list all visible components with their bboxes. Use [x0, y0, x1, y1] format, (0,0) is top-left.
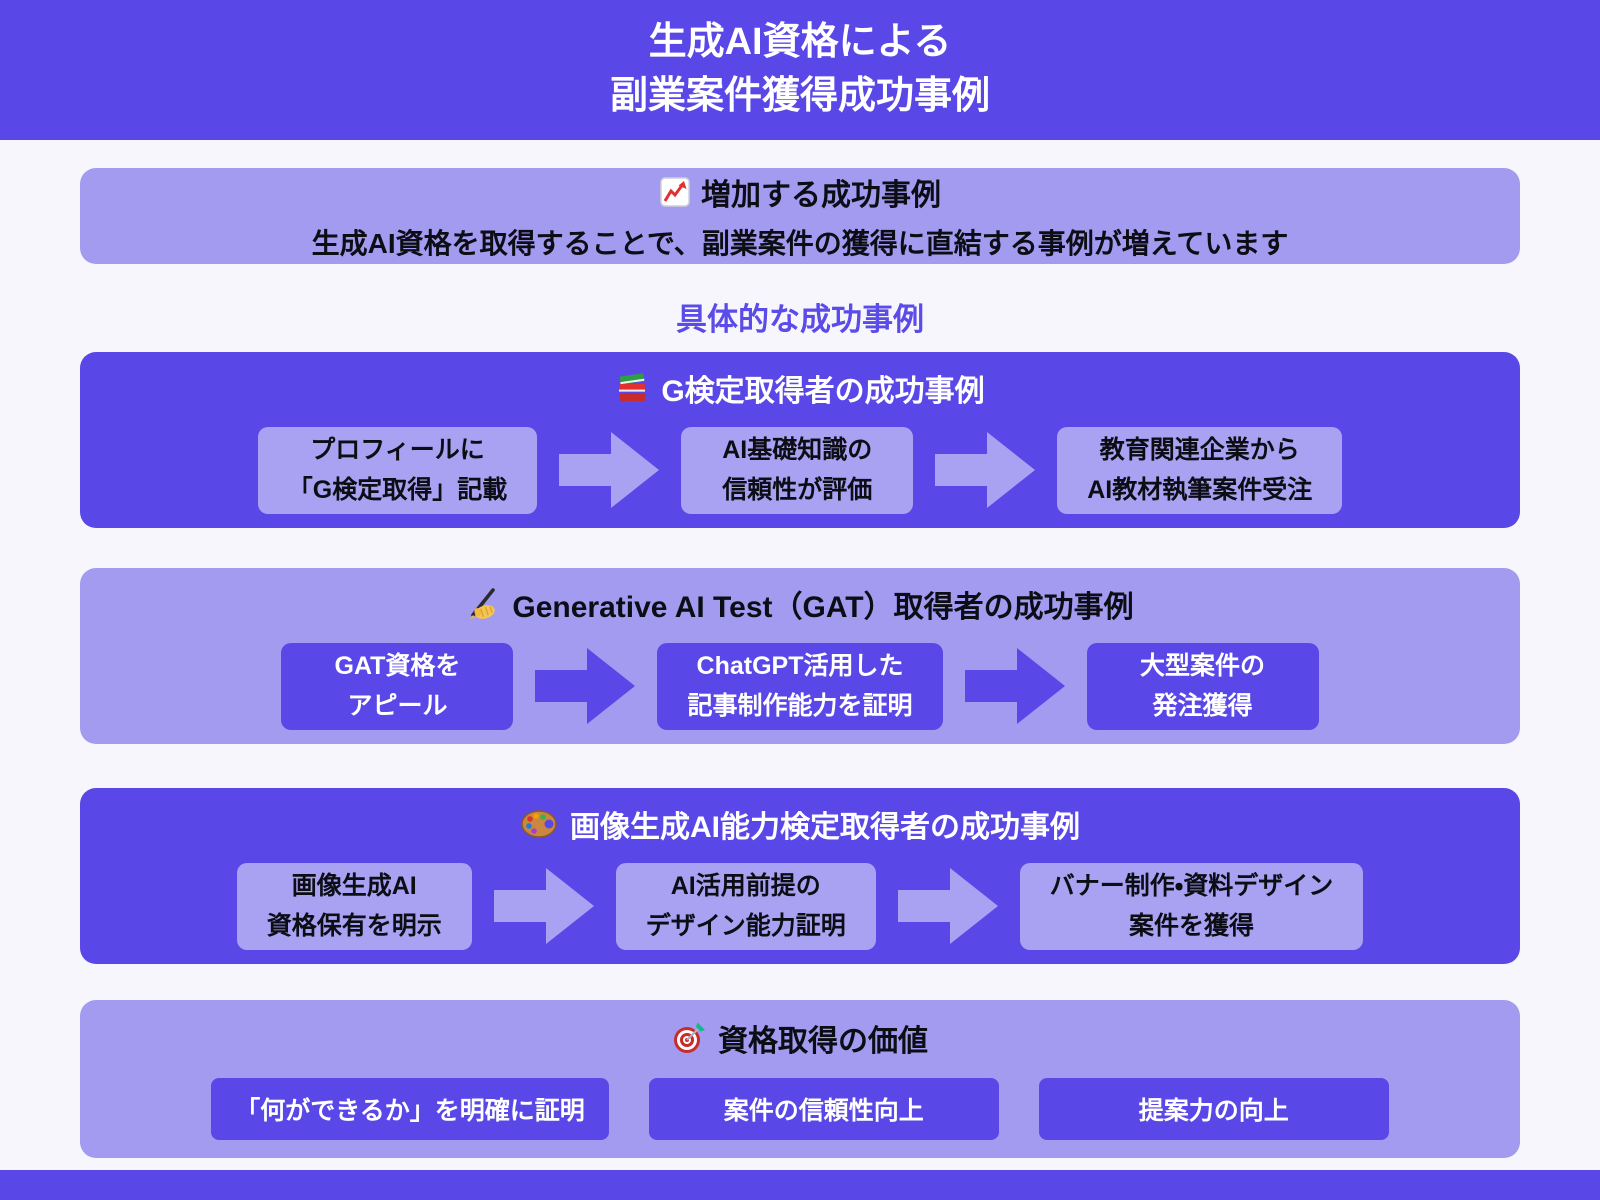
step-box: GAT資格を アピール [281, 642, 514, 730]
step-box: 画像生成AI 資格保有を明示 [236, 862, 472, 950]
arrow-right-icon [935, 432, 1036, 508]
step-box: 教育関連企業から AI教材執筆案件受注 [1057, 426, 1343, 514]
section-g-kentei-title: G検定取得者の成功事例 [661, 375, 985, 408]
section-image-gen: 画像生成AI能力検定取得者の成功事例 画像生成AI 資格保有を明示 AI活用前提… [80, 788, 1520, 964]
section-heading: 具体的な成功事例 [676, 302, 924, 337]
section-value-title: 資格取得の価値 [718, 1025, 928, 1058]
arrow-right-icon [897, 868, 998, 944]
step-text: 画像生成AI [291, 871, 417, 900]
value-items-row: 「何ができるか」を明確に証明 案件の信頼性向上 提案力の向上 [80, 1078, 1520, 1140]
step-text: 「G検定取得」記載 [287, 476, 508, 504]
step-text: AI基礎知識の [722, 435, 873, 464]
step-text: 発注獲得 [1152, 692, 1253, 720]
books-icon [619, 373, 646, 401]
palette-icon [521, 810, 557, 838]
main-content: 増加する成功事例 生成AI資格を取得することで、副業案件の獲得に直結する事例が増… [0, 168, 1600, 1158]
value-item: 「何ができるか」を明確に証明 [211, 1078, 609, 1140]
intro-title: 増加する成功事例 [701, 179, 941, 212]
step-text: 記事制作能力を証明 [687, 692, 913, 720]
section-image-gen-steps: 画像生成AI 資格保有を明示 AI活用前提の デザイン能力証明 バナー制作・資料… [80, 860, 1520, 952]
intro-title-row: 増加する成功事例 [659, 170, 941, 214]
intro-subtitle: 生成AI資格を取得することで、副業案件の獲得に直結する事例が増えています [311, 228, 1289, 259]
section-gat: Generative AI Test（GAT）取得者の成功事例 GAT資格を ア… [80, 568, 1520, 744]
step-box: プロフィールに 「G検定取得」記載 [257, 426, 538, 514]
step-text: 教育関連企業から [1099, 435, 1300, 464]
section-image-gen-title-row: 画像生成AI能力検定取得者の成功事例 [80, 804, 1520, 844]
step-text: アピール [347, 692, 448, 720]
section-image-gen-title: 画像生成AI能力検定取得者の成功事例 [570, 811, 1080, 844]
step-text: 資格保有を明示 [266, 912, 442, 940]
step-text: AI活用前提の [670, 871, 821, 900]
arrow-right-icon [559, 432, 660, 508]
section-gat-steps: GAT資格を アピール ChatGPT活用した 記事制作能力を証明 大型案件の … [80, 640, 1520, 732]
section-value-title-row: 資格取得の価値 [80, 1018, 1520, 1058]
section-gat-title-row: Generative AI Test（GAT）取得者の成功事例 [80, 584, 1520, 624]
writing-hand-icon [470, 588, 496, 619]
section-value: 資格取得の価値 「何ができるか」を明確に証明 案件の信頼性向上 提案力の向上 [80, 1000, 1520, 1158]
target-icon [674, 1022, 705, 1053]
section-g-kentei: G検定取得者の成功事例 プロフィールに 「G検定取得」記載 AI基礎知識の 信頼… [80, 352, 1520, 528]
step-text: プロフィールに [310, 435, 485, 464]
intro-banner: 増加する成功事例 生成AI資格を取得することで、副業案件の獲得に直結する事例が増… [80, 168, 1520, 264]
page-title-line1: 生成AI資格による [648, 21, 952, 64]
step-box: ChatGPT活用した 記事制作能力を証明 [657, 642, 943, 730]
step-text: デザイン能力証明 [645, 912, 846, 940]
value-item: 提案力の向上 [1038, 1078, 1389, 1140]
arrow-right-icon [964, 648, 1065, 724]
step-box: AI基礎知識の 信頼性が評価 [681, 426, 914, 514]
value-item: 案件の信頼性向上 [648, 1078, 999, 1140]
step-box: 大型案件の 発注獲得 [1086, 642, 1319, 730]
footer-bar [0, 1170, 1600, 1200]
step-box: バナー制作・資料デザイン 案件を獲得 [1019, 862, 1364, 950]
step-text: バナー制作・資料デザイン [1049, 871, 1334, 900]
page-title-line2: 副業案件獲得成功事例 [609, 75, 990, 117]
step-text: 案件を獲得 [1129, 912, 1255, 940]
arrow-right-icon [493, 868, 594, 944]
step-text: ChatGPT活用した [696, 651, 904, 680]
section-gat-title: Generative AI Test（GAT）取得者の成功事例 [512, 591, 1134, 624]
page-header: 生成AI資格による 副業案件獲得成功事例 [0, 0, 1600, 140]
step-text: 信頼性が評価 [722, 476, 873, 504]
step-text: GAT資格を [334, 651, 461, 680]
section-g-kentei-title-row: G検定取得者の成功事例 [80, 368, 1520, 408]
step-box: AI活用前提の デザイン能力証明 [615, 862, 876, 950]
step-text: 大型案件の [1139, 651, 1265, 680]
chart-increasing-icon [660, 177, 690, 207]
arrow-right-icon [535, 648, 636, 724]
section-g-kentei-steps: プロフィールに 「G検定取得」記載 AI基礎知識の 信頼性が評価 教育関連企業か… [80, 424, 1520, 516]
step-text: AI教材執筆案件受注 [1087, 476, 1313, 504]
